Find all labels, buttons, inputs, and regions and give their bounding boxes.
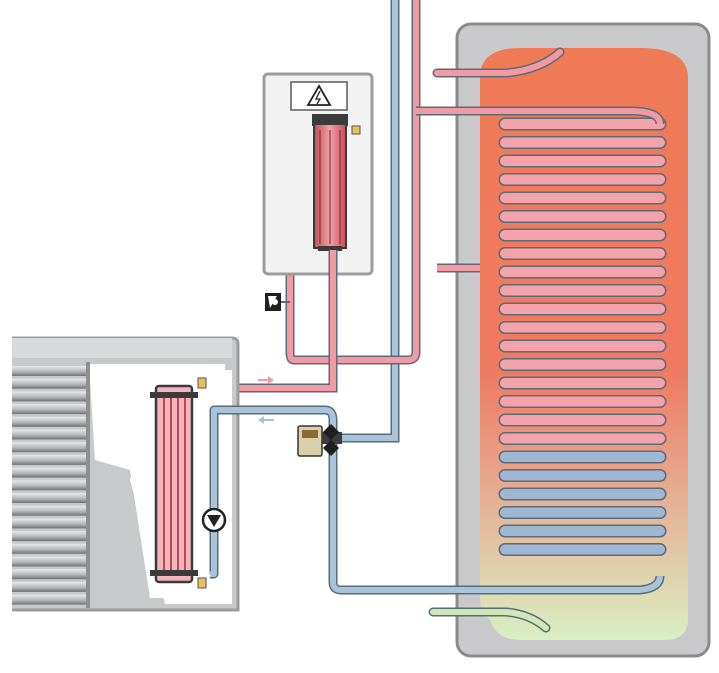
backup-heater-panel [210,72,374,393]
electric-heater-icon [312,114,361,251]
louver-slat [12,556,86,567]
thermostat-icon [265,293,290,311]
louver-slat [12,378,86,389]
circulation-pump-icon [201,507,227,533]
fan-grille [12,366,86,605]
louver-slat [12,467,86,478]
arrow-right-icon [258,376,274,384]
louver-slat [12,581,86,592]
louver-slat [12,429,86,440]
louver-slat [12,505,86,516]
louver-slat [12,391,86,402]
louver-slat [12,594,86,605]
louver-slat [12,454,86,465]
plate-heat-exchanger-icon [150,377,207,589]
louver-slat [12,569,86,580]
louver-slat [12,404,86,415]
tank-connections [428,47,565,633]
louver-slat [12,493,86,503]
louver-slat [12,543,86,554]
tank-heating-coil [498,117,667,556]
high-voltage-warning-icon [290,81,348,111]
supply-pipes [285,0,665,443]
louver-slat [12,518,86,529]
louver-slat [12,442,86,453]
louver-slat [12,416,86,427]
return-pipes [209,405,665,595]
louver-slat [12,366,86,376]
arrow-left-icon [258,416,274,424]
valve-icon [297,424,342,457]
louver-slat [12,531,86,542]
louver-slat [12,480,86,491]
